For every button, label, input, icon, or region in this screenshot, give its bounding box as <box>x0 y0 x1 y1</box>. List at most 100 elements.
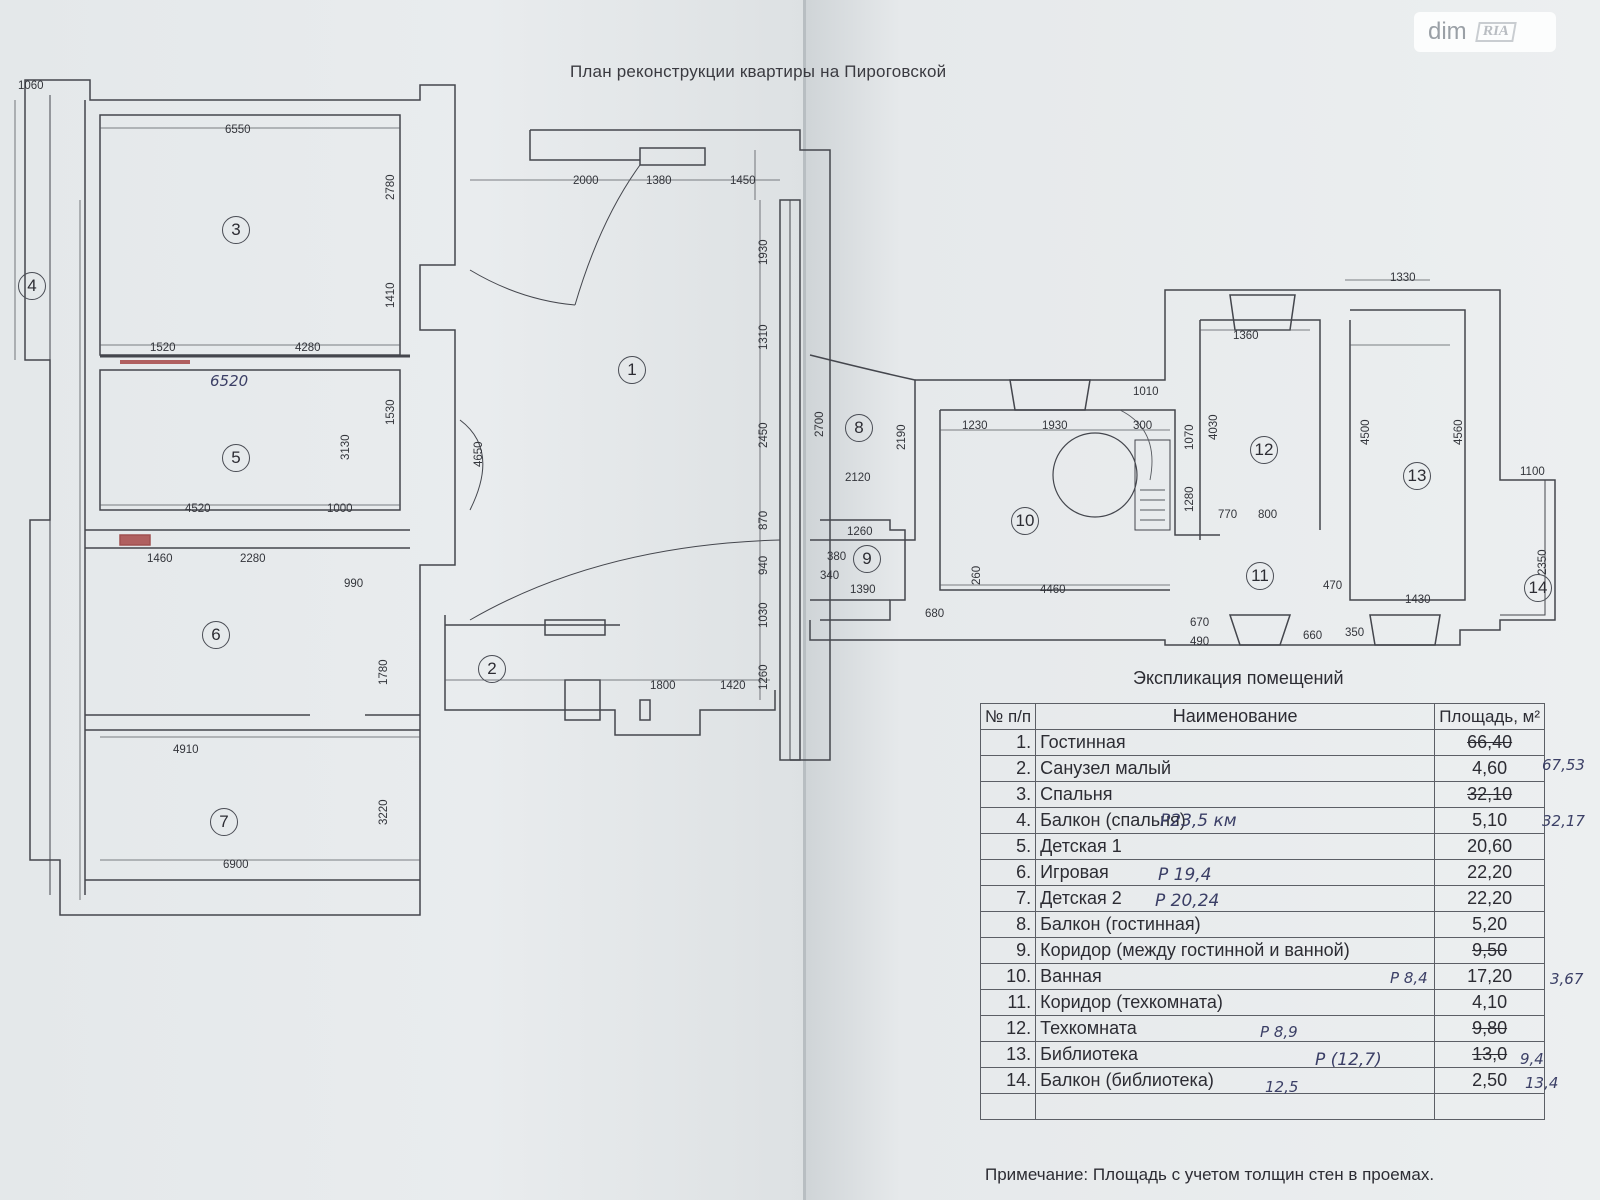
handwritten-r13-note: 12,5 <box>1265 1078 1299 1096</box>
dimension-label: 1930 <box>1042 420 1068 432</box>
handwritten-r1-area: 67,53 <box>1542 756 1585 774</box>
handwritten-r3-area: 32,17 <box>1542 812 1585 830</box>
row-name: Коридор (техкомната) <box>1035 989 1436 1016</box>
dimension-label: 4520 <box>185 503 211 515</box>
dimension-label: 2190 <box>896 424 908 450</box>
row-area: 22,20 <box>1434 885 1545 912</box>
row-num: 11. <box>979 989 1037 1016</box>
room-label: 3 <box>222 216 250 244</box>
dimension-label: 2000 <box>573 175 599 187</box>
dimension-label: 4650 <box>473 441 485 467</box>
dimension-label: 1450 <box>730 175 756 187</box>
row-num: 5. <box>979 833 1037 860</box>
row-area: 5,10 <box>1434 807 1545 834</box>
dimension-label: 1260 <box>758 664 770 690</box>
dimension-label: 1260 <box>847 526 873 538</box>
dimension-label: 380 <box>827 551 847 563</box>
dimension-label: 1360 <box>1233 330 1259 342</box>
watermark-logo: RIA <box>1474 22 1517 42</box>
row-num: 3. <box>979 781 1037 808</box>
room-label: 7 <box>210 808 238 836</box>
row-name: Балкон (спальня) <box>1035 807 1436 834</box>
dimension-label: 870 <box>758 510 770 530</box>
page-fold <box>803 0 806 1200</box>
row-name: Техкомната <box>1035 1015 1436 1042</box>
row-name: Санузел малый <box>1035 755 1436 782</box>
handwritten-r3-note: P23,5 км <box>1160 811 1237 831</box>
room-5-outline <box>99 369 401 511</box>
dimension-label: 1430 <box>1405 594 1431 606</box>
header-name: Наименование <box>1035 703 1436 730</box>
room-label: 8 <box>845 414 873 442</box>
row-area: 5,20 <box>1434 911 1545 938</box>
room-8-outline <box>809 354 916 541</box>
dimension-label: 670 <box>1190 617 1210 629</box>
dimension-label: 340 <box>820 570 840 582</box>
table-row: 9.Коридор (между гостинной и ванной)9,50 <box>979 937 1545 964</box>
row-num: 2. <box>979 755 1037 782</box>
room-label: 13 <box>1403 462 1431 490</box>
row-name: Ванная <box>1035 963 1436 990</box>
dimension-label: 800 <box>1258 509 1278 521</box>
dimension-label: 1330 <box>1390 272 1416 284</box>
handwritten-r5-note: P 19,4 <box>1158 865 1212 885</box>
row-num: 13. <box>979 1041 1037 1068</box>
room-label: 10 <box>1011 507 1039 535</box>
dimension-label: 1780 <box>378 659 390 685</box>
row-area: 66,40 <box>1434 729 1545 756</box>
explication-title: Экспликация помещений <box>1133 668 1344 688</box>
row-num: 7. <box>979 885 1037 912</box>
table-row: 8.Балкон (гостинная)5,20 <box>979 911 1545 938</box>
dimension-label: 2350 <box>1537 549 1549 575</box>
dimension-label: 1280 <box>1184 486 1196 512</box>
room-label: 12 <box>1250 436 1278 464</box>
dimension-label: 6550 <box>225 124 251 136</box>
header-area: Площадь, м² <box>1434 703 1545 730</box>
explication-table: № п/п Наименование Площадь, м² 1.Гостинн… <box>979 703 1545 1120</box>
handwritten-r13-area: 13,4 <box>1525 1074 1559 1092</box>
header-num: № п/п <box>979 703 1037 730</box>
dimension-label: 4500 <box>1360 419 1372 445</box>
room-label: 6 <box>202 621 230 649</box>
dimension-label: 4910 <box>173 744 199 756</box>
table-row: 14.Балкон (библиотека)2,50 <box>979 1067 1545 1094</box>
dimension-label: 1930 <box>758 239 770 265</box>
row-name: Спальня <box>1035 781 1436 808</box>
explication-note: Примечание: Площадь с учетом толщин стен… <box>985 1165 1435 1184</box>
handwritten-r12-area: 9,4 <box>1520 1050 1544 1068</box>
room-label: 1 <box>618 356 646 384</box>
row-area: 2,50 <box>1434 1067 1545 1094</box>
watermark-text: dim <box>1428 18 1467 45</box>
dimension-label: 2450 <box>758 422 770 448</box>
row-area: 20,60 <box>1434 833 1545 860</box>
dimension-label: 1060 <box>18 80 44 92</box>
room-label: 11 <box>1246 562 1274 590</box>
dimension-label: 490 <box>1190 636 1210 648</box>
dimension-label: 2700 <box>814 411 826 437</box>
row-name: Игровая <box>1035 859 1436 886</box>
room-2-outline <box>444 615 776 736</box>
dimension-label: 300 <box>1133 420 1153 432</box>
dimension-label: 1520 <box>150 342 176 354</box>
row-num: 8. <box>979 911 1037 938</box>
dimension-label: 1230 <box>962 420 988 432</box>
table-row: 11.Коридор (техкомната)4,10 <box>979 989 1545 1016</box>
handwritten-r6-note: P 20,24 <box>1155 891 1220 911</box>
dimension-label: 1530 <box>385 399 397 425</box>
room-label: 14 <box>1524 574 1552 602</box>
handwritten-plan-note: 6520 <box>210 372 249 390</box>
table-row-empty <box>979 1093 1545 1120</box>
dimension-label: 6900 <box>223 859 249 871</box>
room-label: 4 <box>18 272 46 300</box>
dimension-label: 2120 <box>845 472 871 484</box>
dimension-label: 1100 <box>1520 466 1545 478</box>
dimension-label: 3220 <box>378 799 390 825</box>
row-num: 1. <box>979 729 1037 756</box>
dimension-label: 1000 <box>327 503 353 515</box>
table-row: 4.Балкон (спальня)5,10 <box>979 807 1545 834</box>
row-area: 4,60 <box>1434 755 1545 782</box>
